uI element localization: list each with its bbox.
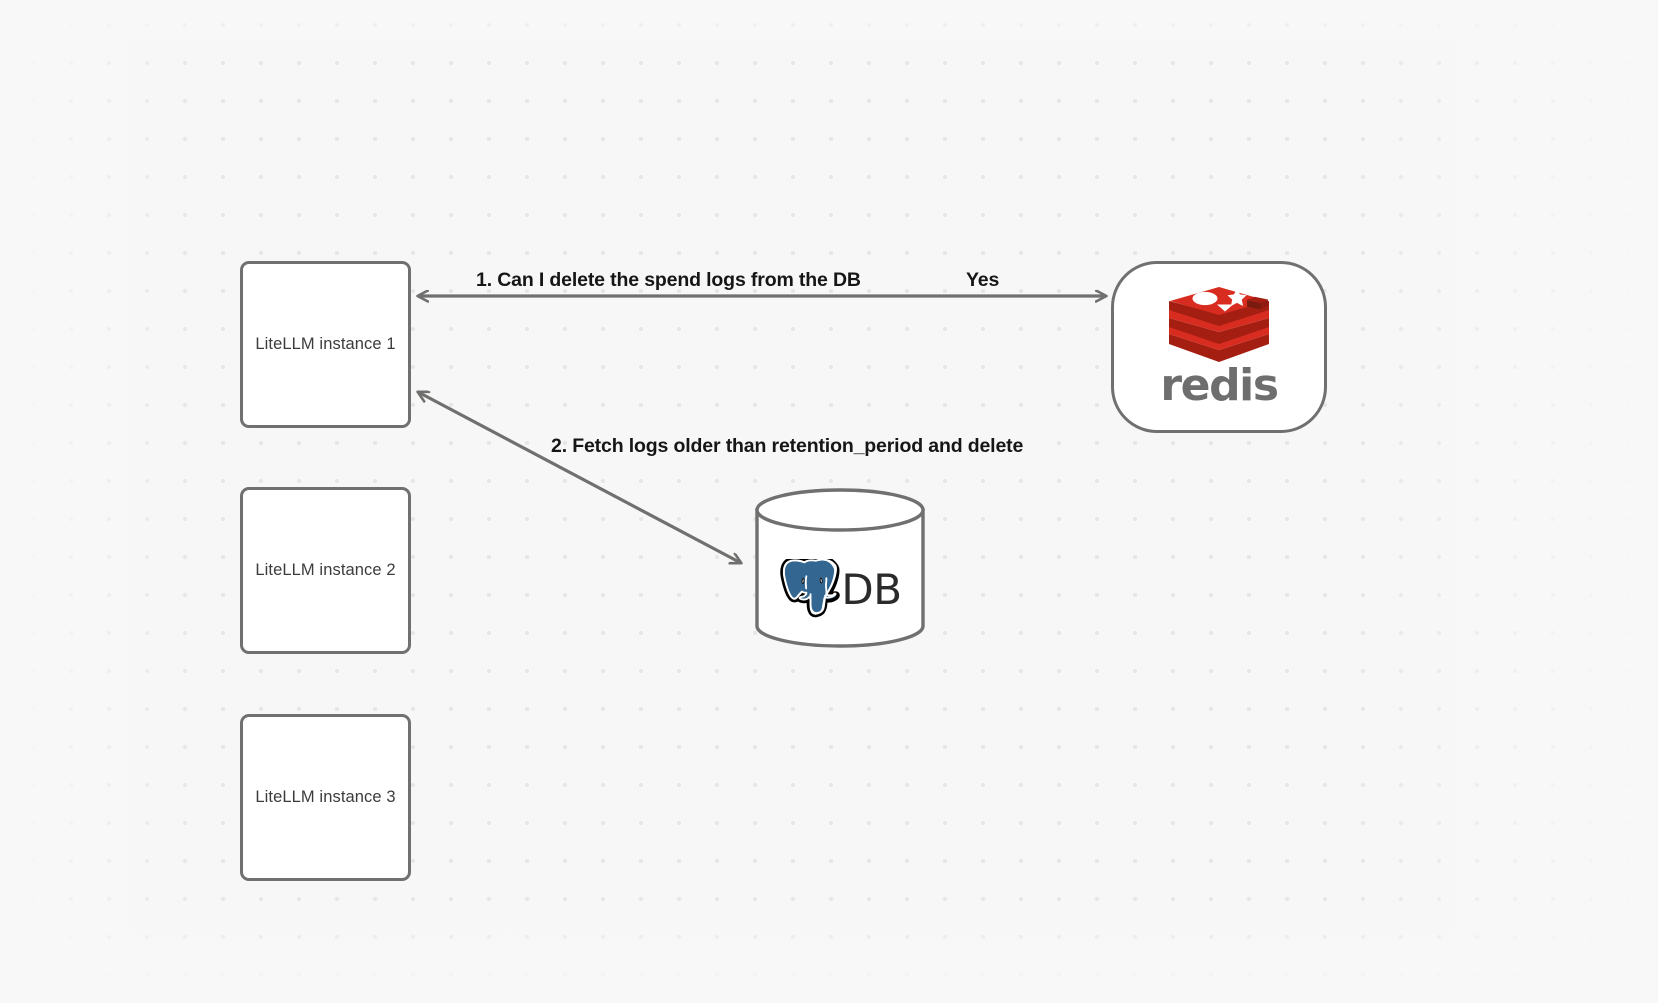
node-label: LiteLLM instance 3 [255,788,396,806]
redis-wordmark: redis [1160,360,1279,411]
postgresql-elephant-icon [780,559,841,618]
edge-label-reply: Yes [966,269,1000,291]
node-redis[interactable]: redis [1111,261,1327,433]
edge-instance1-database [418,392,741,563]
node-database[interactable]: DB [754,488,926,648]
node-litellm-instance-3[interactable]: LiteLLM instance 3 [240,714,411,881]
edge-label-fetch-delete: 2. Fetch logs older than retention_perio… [551,435,1024,457]
node-litellm-instance-2[interactable]: LiteLLM instance 2 [240,487,411,654]
redis-logo-icon [1169,287,1269,362]
node-label: LiteLLM instance 1 [255,335,396,353]
node-label: LiteLLM instance 2 [255,561,396,579]
db-label: DB [841,565,902,614]
edge-label-question: 1. Can I delete the spend logs from the … [476,269,861,291]
node-litellm-instance-1[interactable]: LiteLLM instance 1 [240,261,411,428]
